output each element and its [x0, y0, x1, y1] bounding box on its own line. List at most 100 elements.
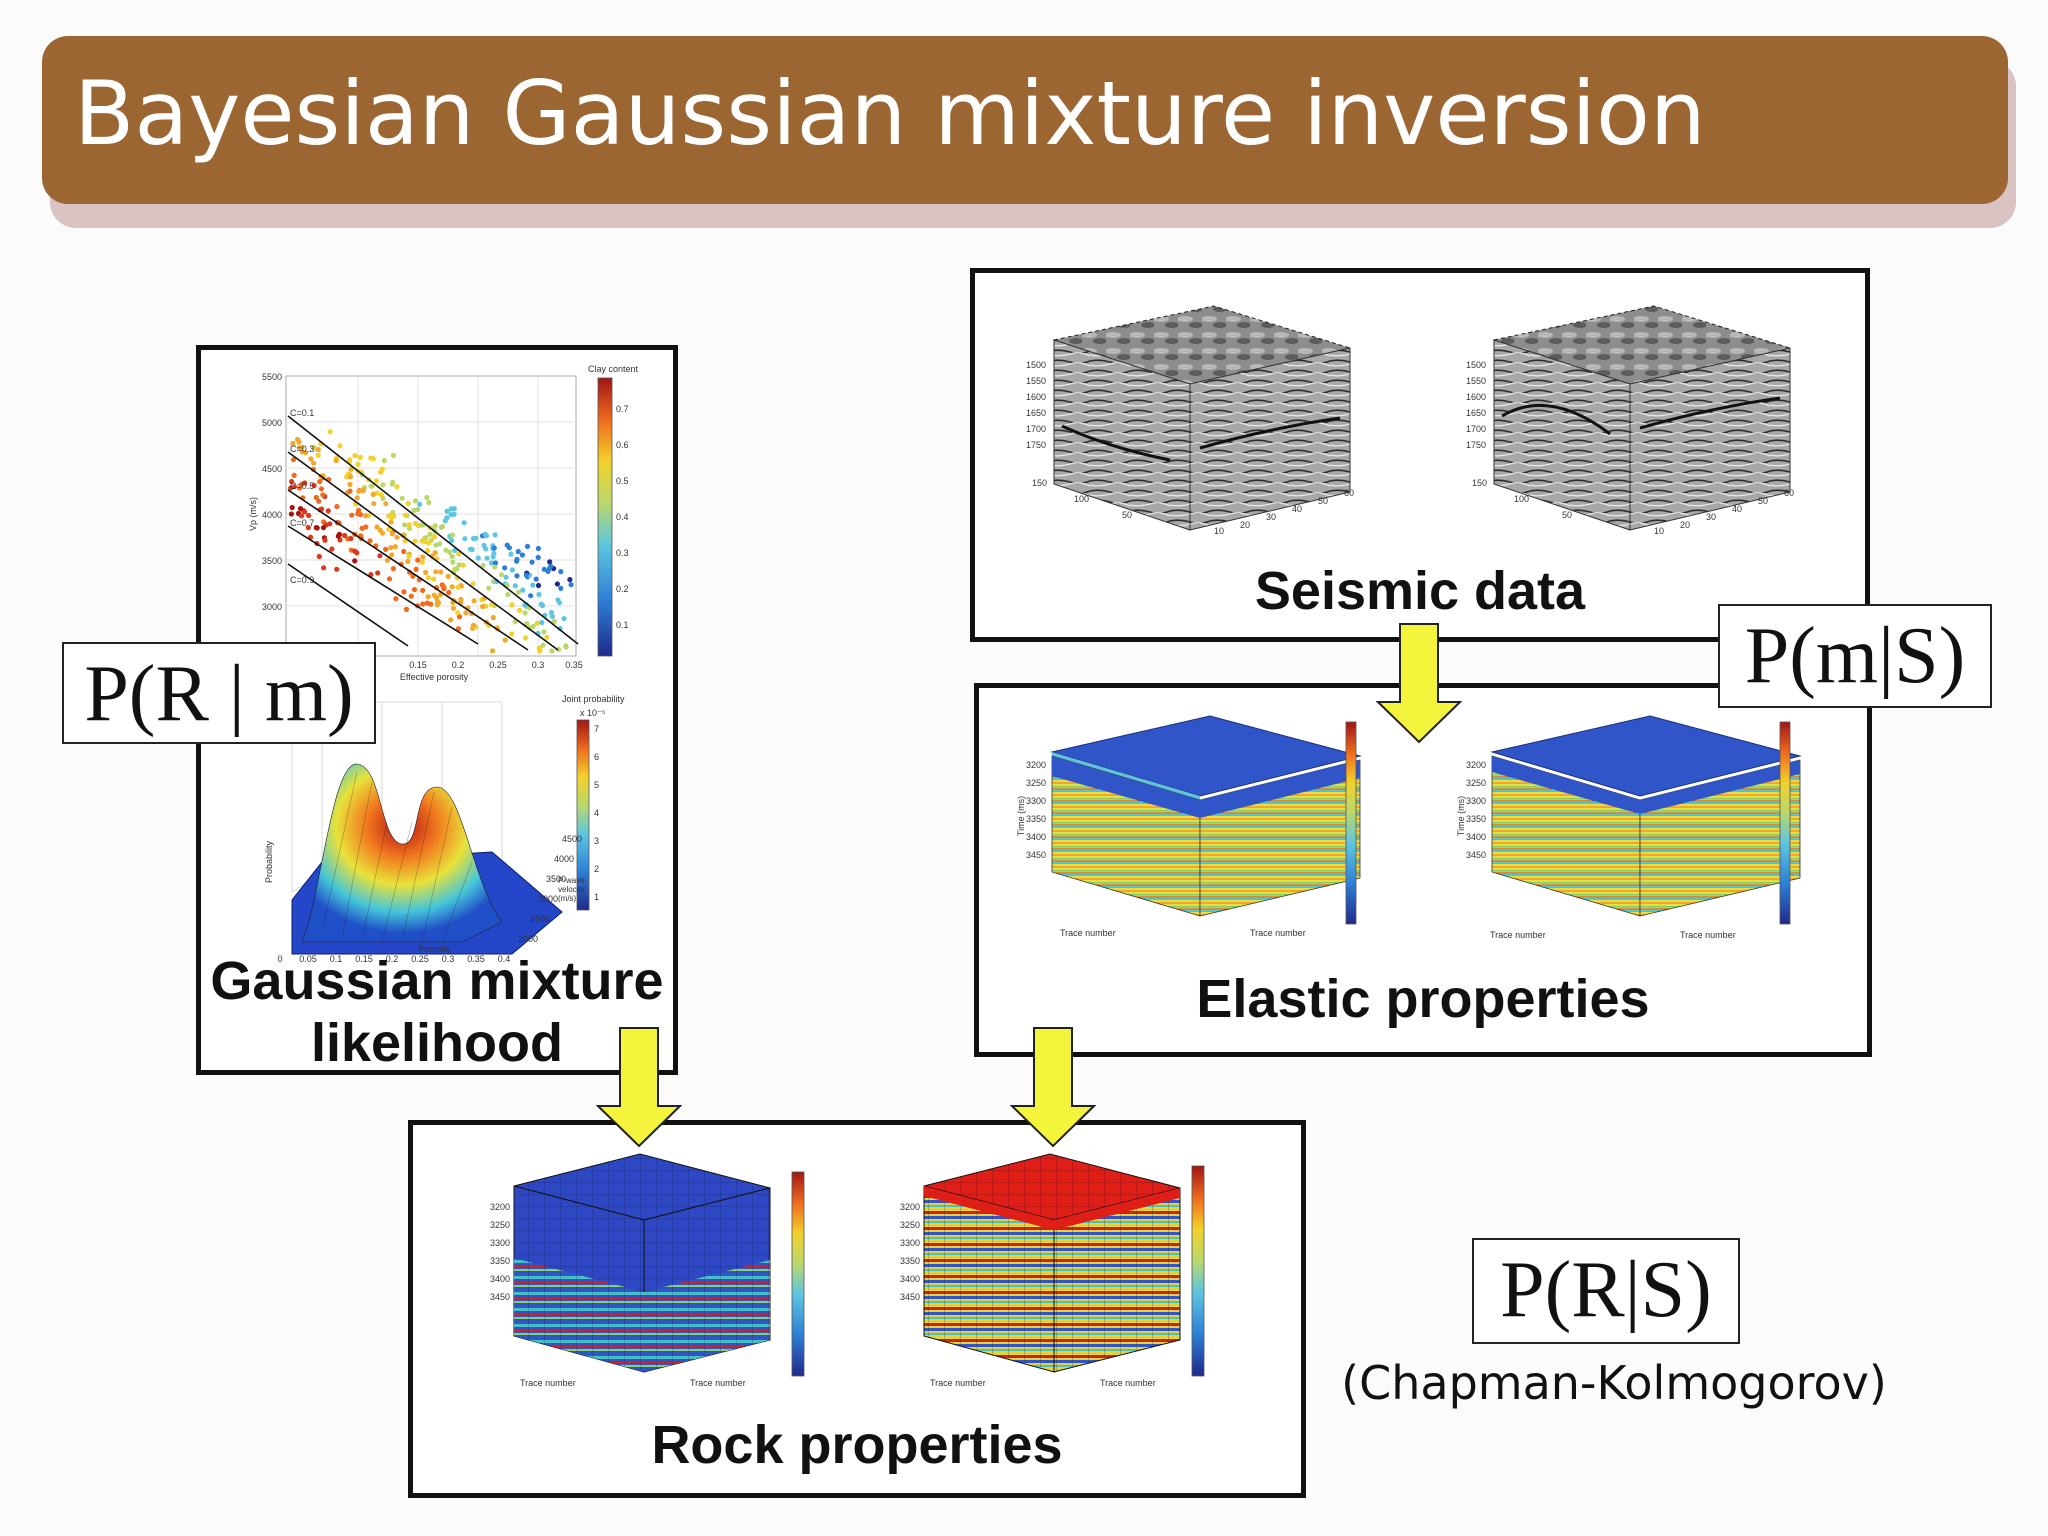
- svg-text:0.2: 0.2: [386, 954, 399, 964]
- scatter-point: [394, 484, 400, 490]
- scatter-point: [520, 587, 526, 593]
- scatter-point: [417, 501, 423, 507]
- trend-label: C=0.1: [290, 408, 314, 418]
- y-tick-label: 3000: [262, 602, 282, 612]
- scatter-point: [498, 572, 505, 578]
- scatter-point: [296, 445, 303, 451]
- scatter-point: [568, 582, 574, 588]
- scatter-point: [383, 501, 389, 507]
- scatter-point: [470, 622, 477, 628]
- svg-text:Time (ms): Time (ms): [1016, 796, 1026, 836]
- scatter-point: [415, 557, 421, 563]
- scatter-point: [509, 602, 515, 608]
- svg-text:3200: 3200: [490, 1202, 510, 1212]
- scatter-point: [425, 547, 431, 554]
- scatter-point: [438, 569, 444, 575]
- scatter-point: [492, 532, 498, 538]
- svg-text:4: 4: [594, 808, 599, 818]
- svg-text:3250: 3250: [1466, 778, 1486, 788]
- scatter-point: [315, 447, 321, 453]
- scatter-point: [302, 480, 308, 486]
- scatter-point: [455, 610, 461, 616]
- svg-text:0.15: 0.15: [355, 954, 373, 964]
- scatter-point: [456, 551, 462, 557]
- elastic-formula: P(m|S): [1718, 604, 1992, 708]
- scatter-point: [347, 488, 353, 494]
- scatter-point: [355, 461, 361, 467]
- svg-text:50: 50: [1318, 496, 1328, 506]
- x-tick-label: 0.2: [452, 660, 465, 670]
- scatter-point: [419, 559, 425, 565]
- svg-text:Trace number: Trace number: [1680, 930, 1736, 940]
- scatter-point: [359, 525, 365, 531]
- scatter-point: [529, 559, 535, 565]
- scatter-point: [356, 488, 362, 494]
- scatter-point: [406, 522, 412, 528]
- scatter-point: [308, 456, 314, 462]
- scatter-point: [514, 556, 520, 562]
- chapman-kolmogorov-note: (Chapman-Kolmogorov): [1341, 1356, 1887, 1410]
- svg-text:0.25: 0.25: [411, 954, 429, 964]
- svg-text:3350: 3350: [1026, 814, 1046, 824]
- scatter-point: [449, 537, 455, 544]
- scatter-point: [289, 478, 295, 485]
- svg-text:0.4: 0.4: [498, 954, 511, 964]
- scatter-point: [530, 582, 536, 588]
- svg-text:Trace number: Trace number: [1100, 1378, 1156, 1388]
- scatter-point: [492, 564, 498, 570]
- colorbar-tick: 0.5: [616, 476, 629, 486]
- svg-text:0.05: 0.05: [299, 954, 317, 964]
- scatter-point: [533, 576, 539, 582]
- y-tick-label: 4500: [262, 464, 282, 474]
- scatter-point: [405, 500, 411, 507]
- scatter-point: [431, 592, 437, 598]
- svg-text:Trace number: Trace number: [690, 1378, 746, 1388]
- surface-title: Joint probability: [562, 694, 625, 704]
- scatter-point: [522, 635, 529, 641]
- scatter-point: [420, 554, 426, 560]
- scatter-point: [450, 532, 456, 538]
- scatter-point: [327, 521, 333, 527]
- scatter-point: [291, 472, 297, 478]
- scatter-point: [528, 593, 534, 599]
- scatter-point: [360, 487, 366, 493]
- scatter-point: [547, 559, 553, 565]
- scatter-point: [389, 531, 395, 537]
- scatter-point: [301, 509, 308, 515]
- scatter-point: [347, 474, 354, 480]
- scatter-point: [535, 582, 542, 589]
- scatter-point: [386, 576, 393, 582]
- svg-text:3400: 3400: [1026, 832, 1046, 842]
- colorbar-tick: 0.7: [616, 404, 629, 414]
- scatter-point: [427, 531, 433, 537]
- y-tick-label: 3500: [262, 556, 282, 566]
- svg-text:3200: 3200: [1466, 760, 1486, 770]
- scatter-point: [463, 610, 469, 616]
- scatter-point: [412, 538, 418, 544]
- svg-text:3450: 3450: [900, 1292, 920, 1302]
- scatter-point: [418, 522, 425, 528]
- scatter-point: [480, 603, 486, 610]
- scatter-point: [512, 583, 518, 589]
- scatter-point: [426, 540, 432, 546]
- scatter-point: [563, 643, 569, 649]
- scatter-point: [442, 518, 448, 524]
- scatter-point: [334, 566, 340, 572]
- rock-caption: Rock properties: [651, 1415, 1063, 1475]
- svg-text:1700: 1700: [1026, 424, 1046, 434]
- svg-text:3450: 3450: [1466, 850, 1486, 860]
- scatter-point: [524, 543, 531, 549]
- scatter-point: [313, 525, 319, 531]
- svg-text:100: 100: [1514, 494, 1529, 504]
- scatter-point: [545, 568, 551, 574]
- scatter-point: [344, 474, 350, 480]
- svg-text:1650: 1650: [1466, 408, 1486, 418]
- scatter-point: [536, 645, 542, 651]
- scatter-point: [523, 572, 529, 578]
- svg-text:1500: 1500: [1026, 360, 1046, 370]
- x-tick-label: 0.3: [532, 660, 545, 670]
- scatter-point: [426, 500, 432, 506]
- svg-text:3250: 3250: [900, 1220, 920, 1230]
- svg-text:2500: 2500: [530, 914, 550, 924]
- svg-text:3250: 3250: [490, 1220, 510, 1230]
